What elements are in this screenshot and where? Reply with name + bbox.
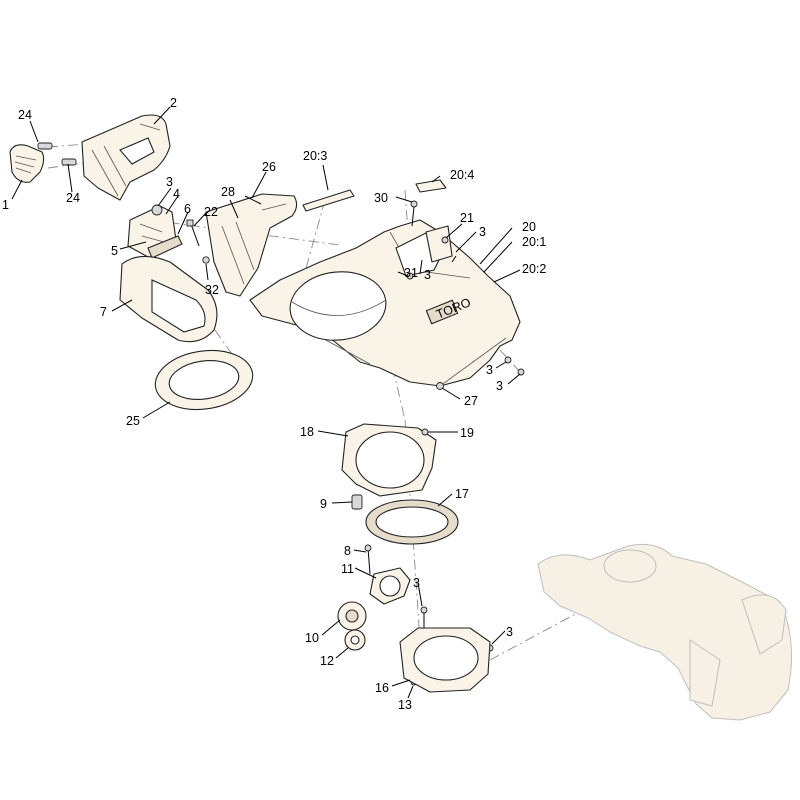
callout-28: 28 xyxy=(221,185,235,199)
callout-20-4: 20:4 xyxy=(450,168,474,182)
part-7-chute-cover xyxy=(119,255,218,343)
part-25-chute-ring xyxy=(154,349,254,411)
callout-3-lever: 3 xyxy=(424,268,431,282)
part-17-ring-gear xyxy=(365,499,459,545)
callout-16: 16 xyxy=(375,681,389,695)
callout-30: 30 xyxy=(374,191,388,205)
callout-4: 4 xyxy=(173,187,180,201)
callout-2: 2 xyxy=(170,96,177,110)
part-22-bolt xyxy=(186,219,210,264)
callout-27: 27 xyxy=(464,394,478,408)
part-10-pinion-gear xyxy=(337,601,367,631)
callout-labels: 1 24 24 2 3 4 5 6 7 22 32 26 28 20:3 20:… xyxy=(2,96,546,712)
callout-7: 7 xyxy=(100,305,107,319)
callout-3-side-lower: 3 xyxy=(496,379,503,393)
callout-10: 10 xyxy=(305,631,319,645)
callout-6: 6 xyxy=(184,202,191,216)
callout-19: 19 xyxy=(460,426,474,440)
callout-20-1: 20:1 xyxy=(522,235,546,249)
callout-8: 8 xyxy=(344,544,351,558)
callout-11: 11 xyxy=(341,562,354,576)
callout-24-lower: 24 xyxy=(66,191,80,205)
callout-3-bracket: 3 xyxy=(166,175,173,189)
callout-20: 20 xyxy=(522,220,536,234)
callout-25: 25 xyxy=(126,414,140,428)
callout-13: 13 xyxy=(398,698,412,712)
callout-3-gear: 3 xyxy=(413,576,420,590)
part-12-drive-gear xyxy=(344,629,366,651)
part-24-springs xyxy=(37,142,77,166)
part-16-lower-plate xyxy=(399,627,491,693)
callout-31: 31 xyxy=(404,266,418,280)
callout-3-side-upper: 3 xyxy=(486,363,493,377)
auger-housing-background xyxy=(537,543,793,721)
callout-leaders xyxy=(11,106,521,699)
callout-3-plate: 3 xyxy=(506,625,513,639)
part-28-deflector xyxy=(205,193,298,297)
callout-20-2: 20:2 xyxy=(522,262,546,276)
callout-32: 32 xyxy=(205,283,219,297)
callout-1: 1 xyxy=(2,198,9,212)
part-1-grip xyxy=(9,144,45,183)
part-2-control-housing xyxy=(81,114,171,201)
callout-3-housing: 3 xyxy=(479,225,486,239)
callout-18: 18 xyxy=(300,425,314,439)
part-18-mounting-plate xyxy=(341,423,437,497)
part-20-3-decal xyxy=(302,189,355,212)
part-8-bolt xyxy=(364,544,372,575)
callout-21: 21 xyxy=(460,211,474,225)
part-20-housing: TORO xyxy=(249,219,521,387)
part-11-gear-motor xyxy=(369,567,411,605)
callout-5: 5 xyxy=(111,244,118,258)
callout-26: 26 xyxy=(262,160,276,174)
callout-24-upper: 24 xyxy=(18,108,32,122)
housing-hardware xyxy=(406,200,525,390)
callout-22: 22 xyxy=(204,205,218,219)
callout-12: 12 xyxy=(320,654,334,668)
part-9-pin xyxy=(351,494,363,510)
callout-20-3: 20:3 xyxy=(303,149,327,163)
callout-9: 9 xyxy=(320,497,327,511)
part-4-5-6-bracket xyxy=(127,204,183,259)
callout-17: 17 xyxy=(455,487,469,501)
part-20-4-decal xyxy=(415,179,447,193)
part-26-pin xyxy=(244,195,262,205)
